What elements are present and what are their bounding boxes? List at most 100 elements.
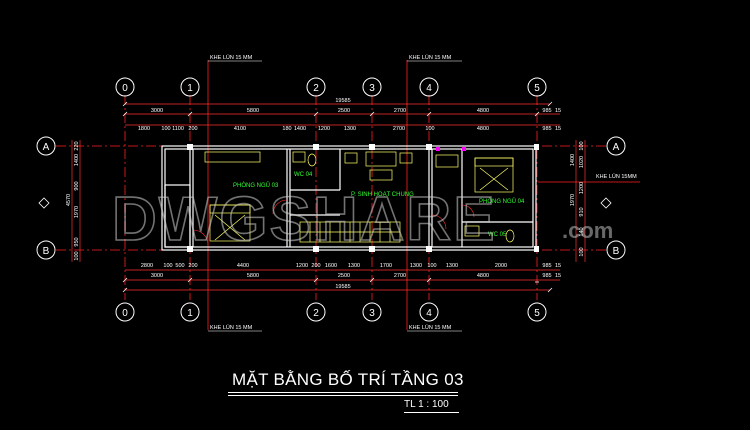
grid-label-B-left: B (43, 246, 50, 257)
dim-bot-r1-14: 2000 (495, 263, 507, 269)
dim-bot-r2-5: 4800 (477, 273, 489, 279)
joint-note-bottom-left: KHE LÚN 15 MM (210, 324, 253, 331)
grid-label-1-bottom: 1 (187, 308, 193, 319)
dim-top-r2-6: 985 (542, 108, 551, 114)
dim-bot-r1-6: 1200 (296, 263, 308, 269)
dim-left-4: 950 (74, 237, 80, 246)
dim-bot-r1-2: 100 (163, 263, 172, 269)
room-label-wc-04: WC 04 (294, 172, 313, 178)
dim-left-1: 4570 (66, 194, 72, 206)
dim-top-r2-5: 4800 (477, 108, 489, 114)
title-underline-2 (228, 395, 458, 396)
dim-top-r3-6: 180 (282, 126, 291, 132)
dim-top-r3-5: 4100 (234, 126, 246, 132)
joint-note-right: KHE LÚN 15MM (596, 173, 637, 180)
settlement-joint-lines (207, 60, 640, 330)
joint-note-bottom-right: KHE LÚN 15 MM (409, 324, 452, 331)
dimension-text-right: 1020 1970 1200 1400 910 140 100 100 (570, 141, 585, 256)
dim-bot-r1-16: 15 (555, 263, 561, 269)
dim-top-r2-2: 5800 (247, 108, 259, 114)
dim-bot-r1-4: 200 (188, 263, 197, 269)
dim-right-3: 1200 (579, 182, 585, 194)
grid-label-4-top: 4 (426, 83, 432, 94)
dimension-text-left: 4570 1400 1970 950 900 220 100 (66, 141, 80, 260)
dim-left-2: 1400 (74, 154, 80, 166)
dim-top-r2-7: 15 (555, 108, 561, 114)
dim-top-r3-12: 4800 (477, 126, 489, 132)
dimension-text-top: 19585 3000 5800 2500 2700 4800 985 15 18… (138, 98, 561, 132)
dim-top-r3-4: 200 (188, 126, 197, 132)
doors (192, 199, 475, 246)
grid-label-5-top: 5 (534, 83, 540, 94)
dim-top-r3-14: 15 (555, 126, 561, 132)
dim-right-8: 100 (579, 247, 585, 256)
dim-bot-r2-7: 15 (555, 273, 561, 279)
grid-label-3-bottom: 3 (369, 308, 375, 319)
dim-left-3: 1970 (74, 206, 80, 218)
room-labels: PHÒNG NGỦ 03 WC 04 P. SINH HOẠT CHUNG PH… (233, 172, 525, 238)
scale-underline (404, 412, 459, 413)
dim-bot-r1-5: 4400 (237, 263, 249, 269)
dim-bot-r2-2: 5800 (247, 273, 259, 279)
dim-right-4: 1400 (570, 154, 576, 166)
dim-left-6: 220 (74, 141, 80, 150)
settlement-joint-notes: KHE LÚN 15 MM KHE LÚN 15 MM KHE LÚN 15 M… (208, 54, 637, 332)
room-label-living: P. SINH HOẠT CHUNG (351, 192, 414, 198)
dim-bot-r2-6: 985 (542, 273, 551, 279)
dim-top-r2-1: 3000 (151, 108, 163, 114)
dim-bot-r1-1: 2800 (141, 263, 153, 269)
dim-bot-r1-3: 500 (175, 263, 184, 269)
dim-bot-r1-8: 1600 (325, 263, 337, 269)
dim-top-r2-3: 2500 (338, 108, 350, 114)
dim-bot-r1-7: 200 (311, 263, 320, 269)
section-markers (38, 197, 612, 209)
dim-bot-r1-10: 1700 (380, 263, 392, 269)
grid-label-0-bottom: 0 (122, 308, 128, 319)
dim-bot-r1-11: 1300 (410, 263, 422, 269)
grid-bubbles (36, 77, 626, 322)
dim-top-overall: 19585 (335, 98, 350, 104)
dimension-text-bottom: 2800 100 500 200 4400 1200 200 1600 1300… (141, 263, 561, 290)
dim-right-7: 100 (579, 141, 585, 150)
dim-right-1: 1020 (579, 156, 585, 168)
dim-left-7: 100 (74, 251, 80, 260)
joint-note-top-right: KHE LÚN 15 MM (409, 54, 452, 61)
grid-label-0-top: 0 (122, 83, 128, 94)
dim-top-r3-11: 100 (425, 126, 434, 132)
dim-bot-r1-15: 985 (542, 263, 551, 269)
dimension-ticks (122, 101, 553, 293)
drawing-title: MẶT BẰNG BỐ TRÍ TẦNG 03 (232, 370, 464, 389)
dimension-lines (71, 103, 586, 291)
dim-top-r3-9: 1300 (344, 126, 356, 132)
grid-label-4-bottom: 4 (426, 308, 432, 319)
dim-bot-overall: 19585 (335, 284, 350, 290)
grid-label-5-bottom: 5 (534, 308, 540, 319)
dim-bot-r2-3: 2500 (338, 273, 350, 279)
watermark: DWGSHARE .com (111, 184, 613, 255)
highlights (436, 147, 466, 151)
dim-bot-r2-1: 3000 (151, 273, 163, 279)
joint-note-top-left: KHE LÚN 15 MM (210, 54, 253, 61)
dim-top-r3-1: 1800 (138, 126, 150, 132)
dim-right-2: 1970 (570, 194, 576, 206)
dim-left-5: 900 (74, 181, 80, 190)
grid-label-A-left: A (43, 142, 50, 153)
dim-top-r2-4: 2700 (394, 108, 406, 114)
dim-right-6: 140 (579, 227, 585, 236)
grid-label-3-top: 3 (369, 83, 375, 94)
grid-label-2-bottom: 2 (313, 308, 319, 319)
walls (161, 145, 537, 251)
watermark-suffix: .com (562, 218, 613, 243)
dim-bot-r1-9: 1300 (348, 263, 360, 269)
grid-bubble-labels: 0 1 2 3 4 5 0 1 2 3 4 5 A B A B (43, 83, 620, 319)
room-label-wc-05: WC 05 (488, 232, 507, 238)
drawing-scale: TL 1 : 100 (404, 399, 449, 410)
dim-top-r3-13: 985 (542, 126, 551, 132)
dim-right-5: 910 (579, 207, 585, 216)
columns (187, 144, 539, 252)
dim-top-r3-3: 1100 (172, 126, 184, 132)
dim-bot-r1-12: 100 (427, 263, 436, 269)
title-underline (228, 392, 458, 393)
dim-top-r3-8: 1200 (318, 126, 330, 132)
